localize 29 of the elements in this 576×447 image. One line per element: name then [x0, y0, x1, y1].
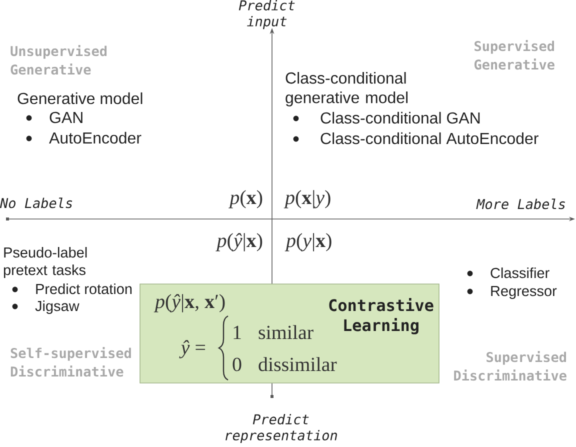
list-item: AutoEncoder — [49, 132, 142, 144]
quadrant-label: Supervised Generative — [474, 40, 554, 70]
learning-box — [140, 284, 440, 384]
formula: p(y|x) — [284, 233, 332, 252]
formula: p(x) — [228, 190, 262, 208]
formula: p(ŷ|x) — [216, 233, 262, 252]
list-heading: Pseudo-label pretext tasks — [4, 247, 87, 278]
axis-label: No Labels — [0, 198, 72, 208]
box-title: Contrastive Learning — [329, 298, 434, 334]
case-value: 0 — [232, 358, 242, 372]
formula: p(x|y) — [284, 190, 330, 208]
list-item: Jigsaw — [35, 300, 80, 314]
case-text: similar — [258, 325, 314, 340]
list-item: GAN — [50, 112, 82, 124]
list-item: Class-conditional GAN — [320, 112, 480, 124]
case-value: 1 — [234, 326, 241, 339]
list-item: Regressor — [491, 286, 557, 299]
axis-label: More Labels — [476, 198, 565, 210]
list-heading: Class-conditional generative model — [286, 72, 408, 106]
list-heading: Generative model — [18, 92, 142, 104]
list-item: Class-conditional AutoEncoder — [320, 132, 538, 144]
case-text: dissimilar — [258, 357, 337, 372]
quadrant-label: Unsupervised Generative — [10, 45, 107, 75]
list-item: Classifier — [490, 267, 550, 278]
formula: ŷ = — [179, 340, 206, 358]
axis-label: Predict representation — [226, 414, 337, 444]
quadrant-label: Supervised Discriminative — [454, 351, 566, 381]
formula: p(ŷ|x, x′) — [154, 294, 225, 312]
axis-label: Predict input — [238, 0, 295, 30]
